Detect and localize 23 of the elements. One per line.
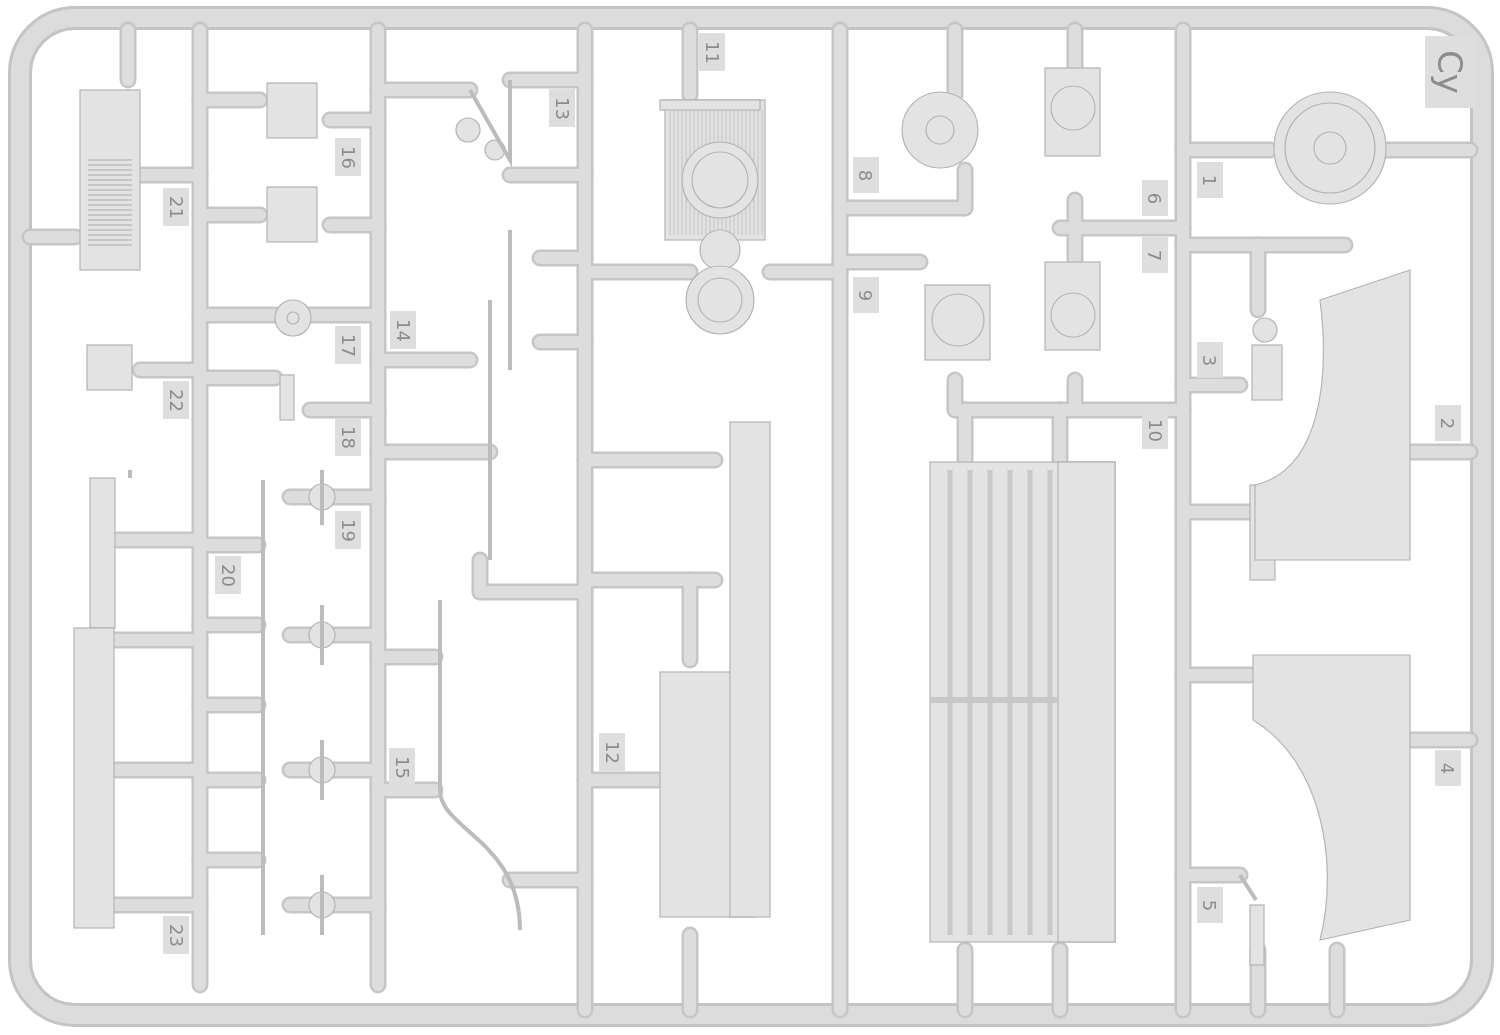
part-number: 21 xyxy=(163,188,189,226)
part-number: 22 xyxy=(163,381,189,419)
part-number: 12 xyxy=(599,733,625,771)
part-number: 13 xyxy=(549,89,575,127)
part-number: 9 xyxy=(853,277,879,313)
part-number: 17 xyxy=(335,326,361,364)
part-number: 1 xyxy=(1197,162,1223,198)
part-number: 3 xyxy=(1197,342,1223,378)
part-number: 14 xyxy=(390,311,416,349)
part-number: 2 xyxy=(1435,405,1461,441)
part-number: Cy xyxy=(1425,36,1475,108)
part-number: 5 xyxy=(1197,887,1223,923)
part-number: 23 xyxy=(163,916,189,954)
part-number: 19 xyxy=(335,511,361,549)
part-number: 16 xyxy=(335,138,361,176)
part-number: 8 xyxy=(853,157,879,193)
part-number: 7 xyxy=(1142,237,1168,273)
part-number: 4 xyxy=(1435,750,1461,786)
part-number: 11 xyxy=(699,33,725,71)
part-number: 6 xyxy=(1142,180,1168,216)
part-number: 18 xyxy=(335,418,361,456)
part-number: 15 xyxy=(389,748,415,786)
part-number: 20 xyxy=(215,556,241,594)
